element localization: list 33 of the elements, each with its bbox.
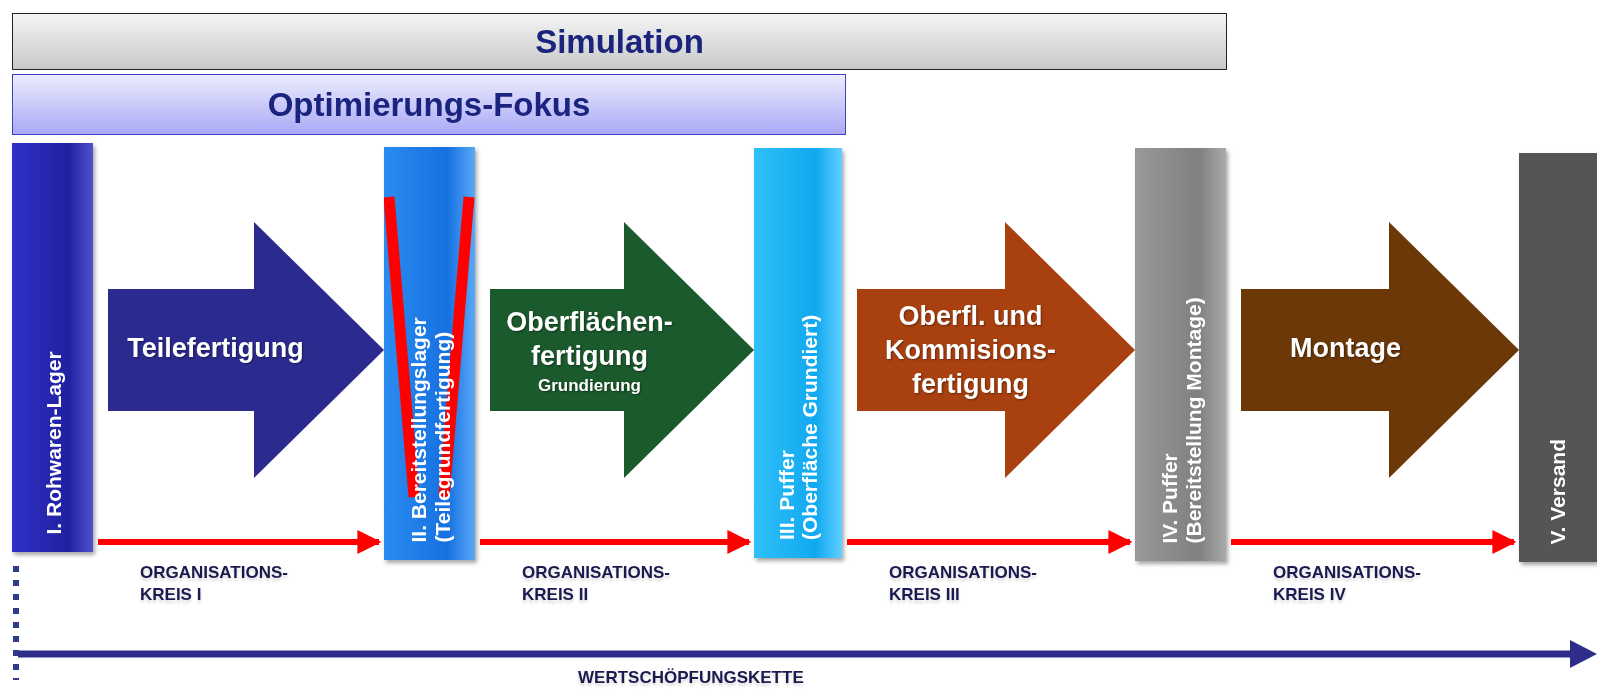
process-arrow [857,222,1135,478]
arrow [98,530,382,554]
axis-label: WERTSCHÖPFUNGSKETTE [578,667,804,689]
stage-bar [1135,148,1226,561]
stage-sublabel: (Oberfläche Grundiert) [798,314,822,540]
process-arrow [1241,222,1519,478]
arrow [1231,530,1517,554]
process-label: Teilefertigung [127,332,304,366]
stage-label: III. Puffer [774,450,798,540]
process-label: Oberflächen- fertigung [505,306,674,373]
stage-sublabel: (Teilegrundfertigung) [429,331,453,542]
stage-label: V. Versand [1546,438,1570,544]
stage-sublabel: (Bereitstellung Montage) [1180,296,1204,543]
process-arrow [108,222,384,478]
process-arrow [490,222,754,478]
stage-bar [12,143,93,552]
stage-label: IV. Puffer [1157,452,1181,543]
stage-label: I. Rohwaren-Lager [40,350,65,534]
edge-label: ORGANISATIONS- KREIS IV [1273,562,1422,607]
process-sublabel: Grundierung [538,375,641,396]
stage-bar [384,147,475,560]
focus-banner: Optimierungs-Fokus [12,74,846,135]
edge-label: ORGANISATIONS- KREIS I [140,562,289,607]
stage-label: II. Bereitstellungslager [406,316,430,542]
process-label: Oberfl. und Kommisions- fertigung [884,300,1057,401]
stage-bar [1519,153,1597,562]
arrow [480,530,752,554]
simulation-banner: Simulation [12,13,1227,70]
edge-label: ORGANISATIONS- KREIS III [889,562,1038,607]
stage-bar [754,148,842,558]
arrow [847,530,1133,554]
process-label: Montage [1290,331,1401,365]
edge-label: ORGANISATIONS- KREIS II [522,562,671,607]
